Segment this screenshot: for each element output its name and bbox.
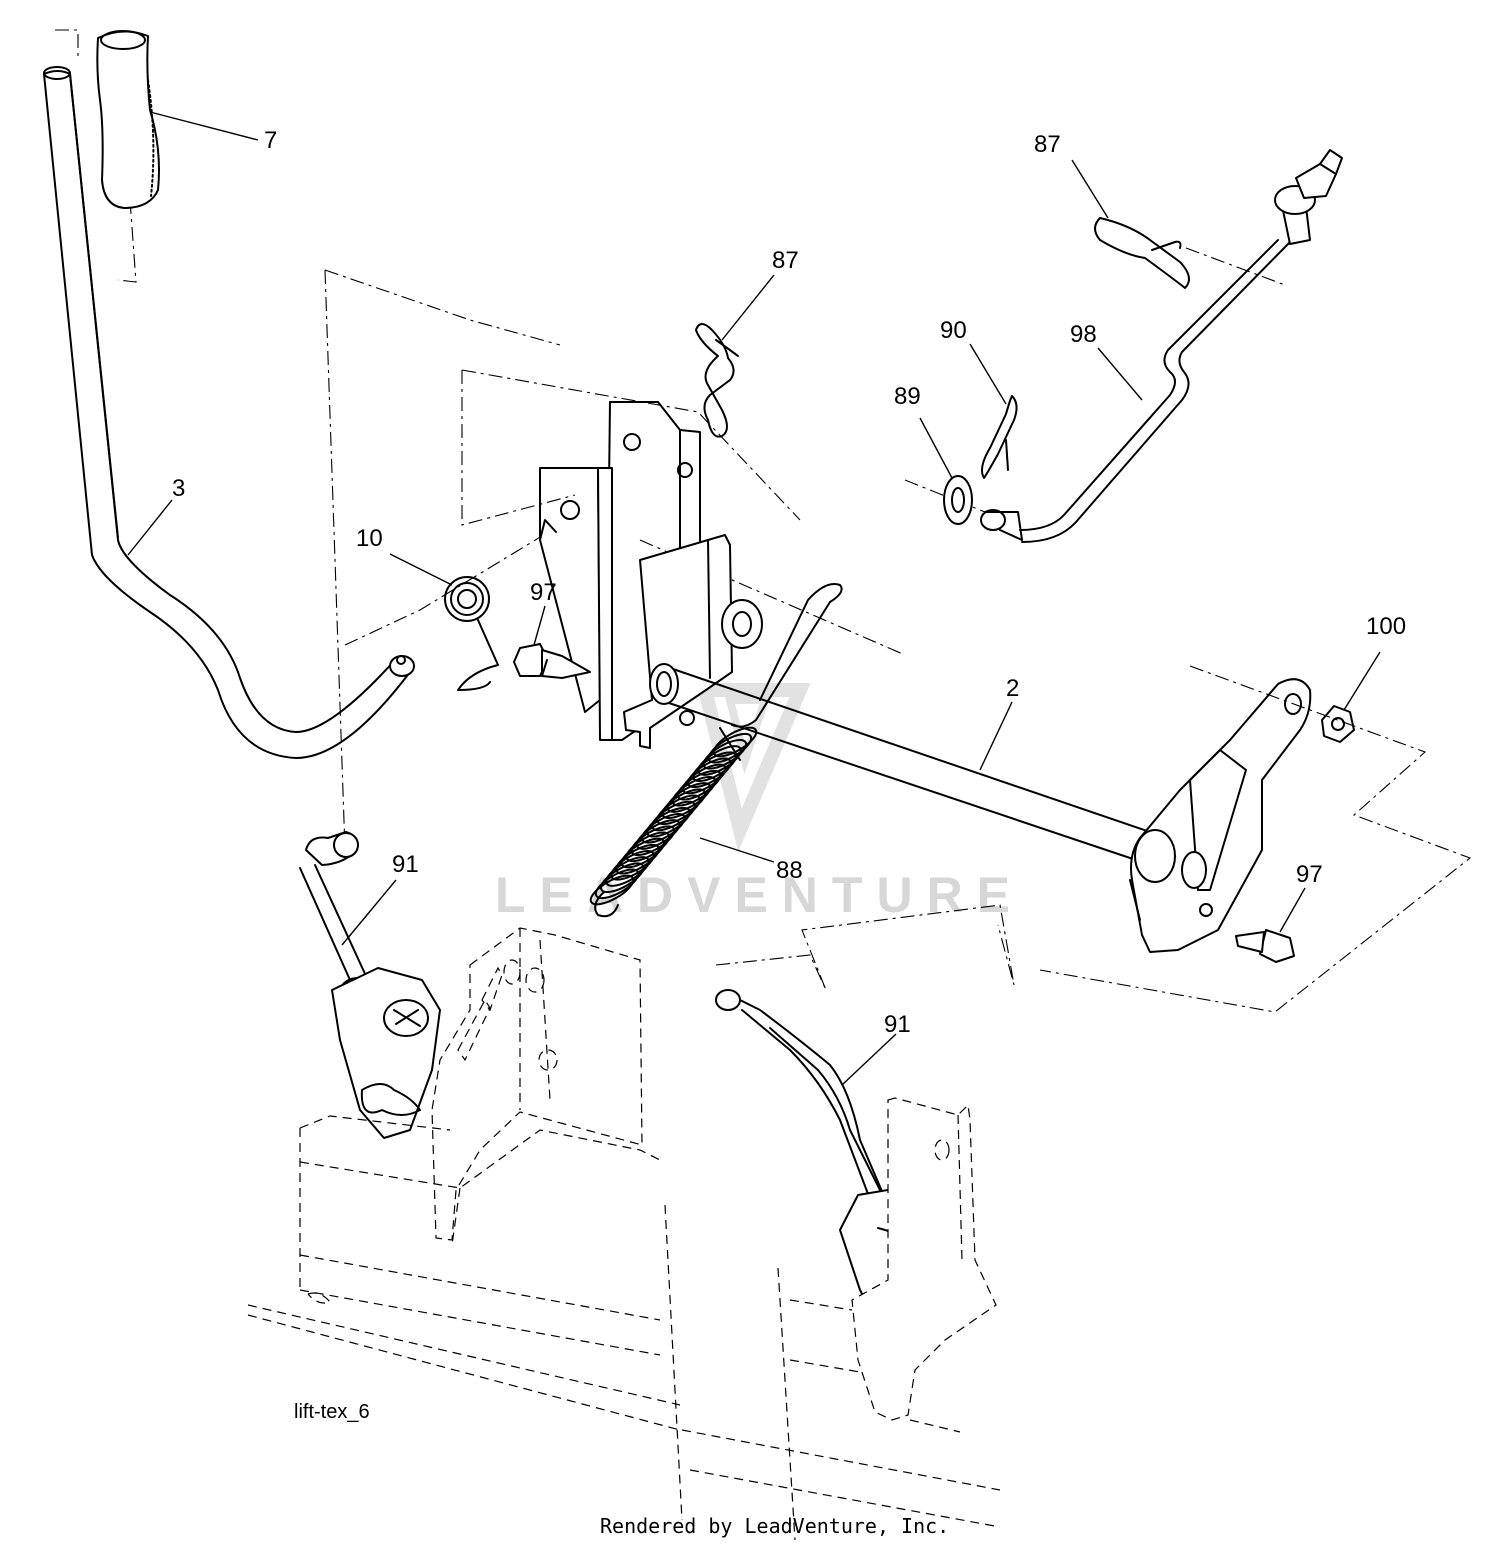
part-97-bolt-a[interactable] xyxy=(513,643,591,679)
spring-coil xyxy=(589,874,635,906)
lift-arm-right[interactable] xyxy=(1129,678,1312,953)
callout-88: 88 xyxy=(776,857,803,884)
spring-coil xyxy=(594,868,640,900)
callout-7: 7 xyxy=(264,127,277,154)
deck-lift-arm-left[interactable] xyxy=(331,967,441,1139)
part-7-handle-grip[interactable] xyxy=(55,29,160,283)
part-87-hairpin-clip-a[interactable] xyxy=(695,323,739,438)
deck-hanger-right-phantom xyxy=(777,1097,997,1541)
pivot-plate[interactable] xyxy=(623,534,763,749)
part-10-torsion-spring[interactable] xyxy=(444,576,499,691)
callout-91-b: 91 xyxy=(884,1011,911,1038)
spring-hook-wire[interactable] xyxy=(731,583,843,728)
mower-deck-phantom xyxy=(247,1115,1001,1528)
deck-hanger-left-phantom xyxy=(431,927,643,1241)
footer-credit: Rendered by LeadVenture, Inc. xyxy=(600,1514,949,1538)
spring-coil xyxy=(600,862,645,894)
callout-90: 90 xyxy=(940,317,967,344)
figure-id: lift-tex_6 xyxy=(294,1401,370,1423)
part-89-washer[interactable] xyxy=(943,475,973,525)
callout-3: 3 xyxy=(172,475,185,502)
callout-100: 100 xyxy=(1366,613,1406,640)
part-3-lift-lever[interactable] xyxy=(43,66,415,759)
callout-97-a: 97 xyxy=(530,579,557,606)
callout-10: 10 xyxy=(356,525,383,552)
callout-91-a: 91 xyxy=(392,851,419,878)
watermark-text: LEADVENTURE xyxy=(495,867,1024,923)
part-100-nut[interactable] xyxy=(1321,705,1355,743)
part-88-extension-spring[interactable] xyxy=(587,722,761,918)
callout-89: 89 xyxy=(894,383,921,410)
part-97-bolt-b[interactable] xyxy=(1235,929,1295,963)
callout-98: 98 xyxy=(1070,321,1097,348)
callout-87-b: 87 xyxy=(1034,131,1061,158)
part-87-hairpin-clip-b[interactable] xyxy=(1094,217,1190,289)
callout-87-a: 87 xyxy=(772,247,799,274)
part-98-lift-link[interactable] xyxy=(980,149,1343,543)
callout-97-b: 97 xyxy=(1296,861,1323,888)
part-90-cotter-pin[interactable] xyxy=(981,395,1018,479)
callout-2: 2 xyxy=(1006,675,1019,702)
